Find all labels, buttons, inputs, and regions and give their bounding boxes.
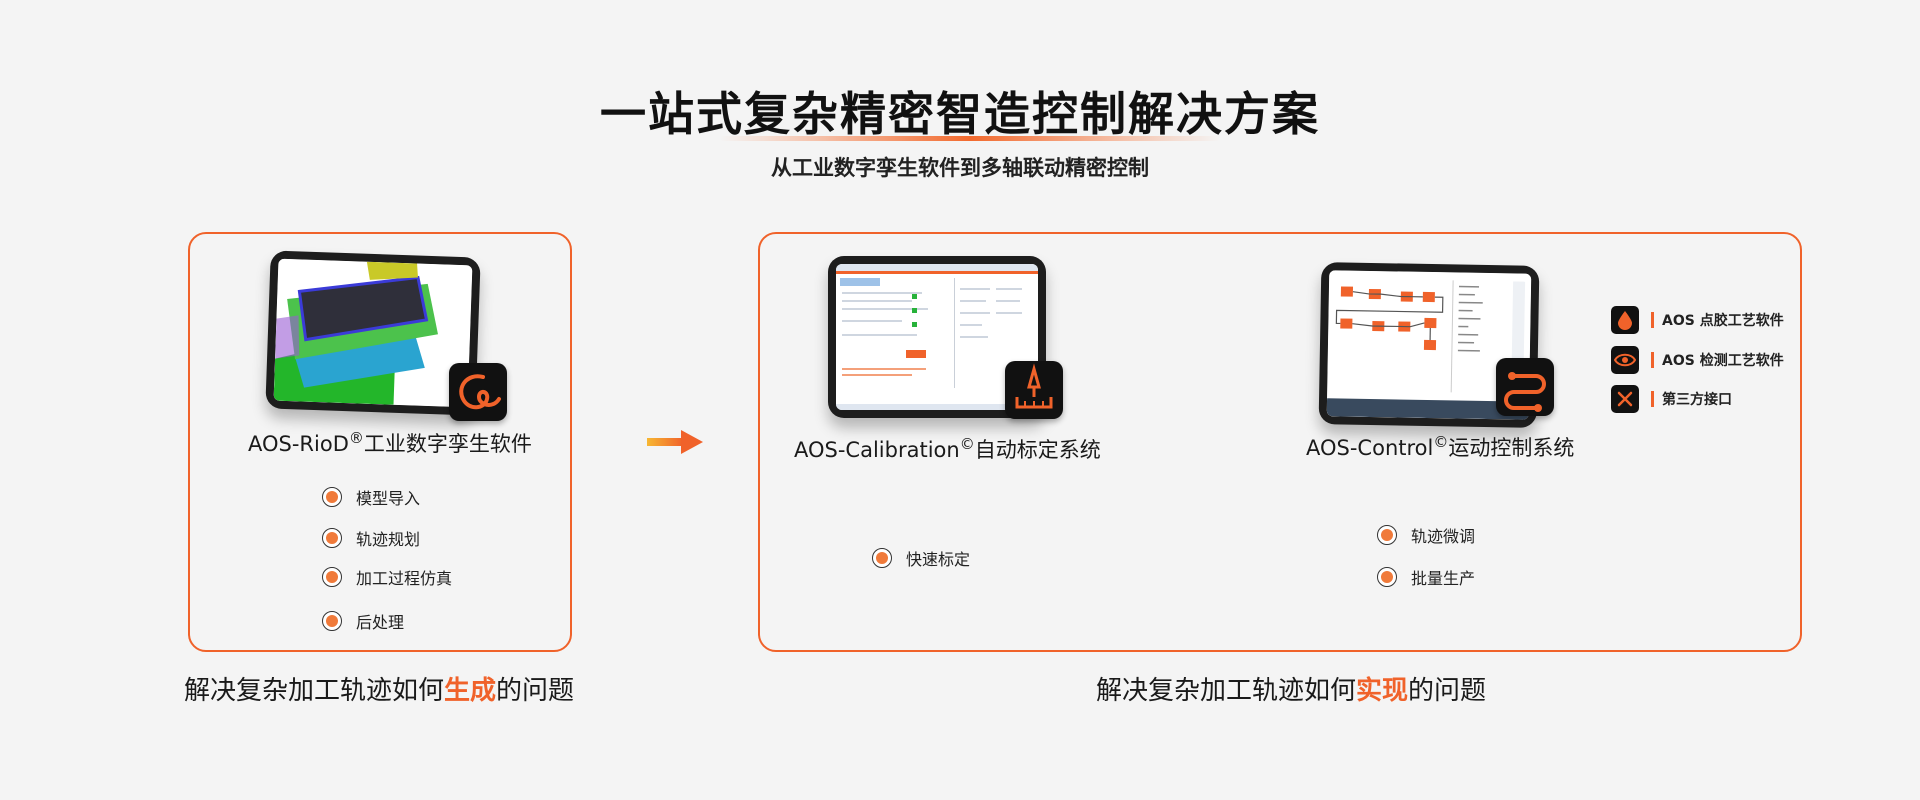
- flow-diagram-render: [1326, 270, 1532, 420]
- title-underline: [720, 136, 1220, 141]
- side-list-item: 第三方接口: [1611, 385, 1732, 413]
- right-caption: 解决复杂加工轨迹如何实现的问题: [1096, 676, 1487, 706]
- drop-icon: [1611, 306, 1639, 334]
- calibration-screen: [836, 264, 1038, 410]
- feature-item: 快速标定: [872, 546, 970, 570]
- riod-tablet-image: [265, 250, 481, 416]
- calibration-tablet-image: [828, 256, 1046, 418]
- side-list-item: AOS 检测工艺软件: [1611, 346, 1784, 374]
- bullet-icon: [322, 611, 342, 631]
- side-list-marker: [1651, 312, 1654, 328]
- bullet-icon: [322, 487, 342, 507]
- eye-icon: [1611, 346, 1639, 374]
- 3d-model-render: [273, 258, 473, 408]
- control-product-name: AOS-Control©运动控制系统: [1306, 433, 1575, 460]
- side-list-item: AOS 点胶工艺软件: [1611, 306, 1784, 334]
- riod-product-name: AOS-RioD®工业数字孪生软件: [248, 429, 532, 456]
- feature-item: 轨迹微调: [1377, 523, 1475, 547]
- arrow-right-icon: [647, 430, 703, 458]
- control-screen: [1326, 270, 1532, 420]
- bullet-icon: [322, 528, 342, 548]
- x-icon: [1611, 385, 1639, 413]
- side-list-marker: [1651, 352, 1654, 368]
- control-tablet-image: [1318, 262, 1540, 428]
- side-list-marker: [1651, 391, 1654, 407]
- bullet-icon: [1377, 567, 1397, 587]
- page-title: 一站式复杂精密智造控制解决方案: [600, 87, 1320, 141]
- feature-item: 批量生产: [1377, 565, 1475, 589]
- riod-screen: [273, 258, 473, 408]
- feature-item: 模型导入: [322, 485, 420, 509]
- calibration-product-name: AOS-Calibration©自动标定系统: [794, 435, 1101, 462]
- laser-calibration-icon: [1005, 361, 1063, 419]
- bullet-icon: [1377, 525, 1397, 545]
- feature-item: 后处理: [322, 609, 404, 633]
- feature-item: 加工过程仿真: [322, 565, 452, 589]
- bullet-icon: [872, 548, 892, 568]
- bullet-icon: [322, 567, 342, 587]
- feature-item: 轨迹规划: [322, 526, 420, 550]
- left-caption: 解决复杂加工轨迹如何生成的问题: [184, 676, 575, 706]
- motion-path-icon: [1496, 358, 1554, 416]
- page-subtitle: 从工业数字孪生软件到多轴联动精密控制: [771, 156, 1149, 180]
- loop-curve-icon: [449, 363, 507, 421]
